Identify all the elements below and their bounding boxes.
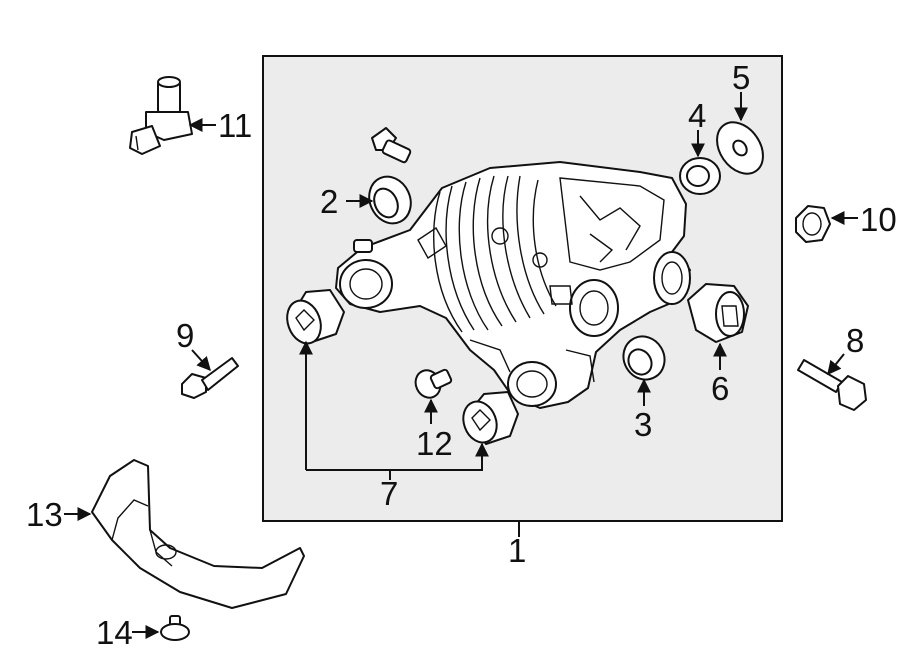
seal-part-4: [679, 157, 721, 195]
callout-8: 8: [846, 322, 864, 359]
small-bolt-part: [371, 127, 412, 164]
callout-2: 2: [320, 183, 338, 220]
callout-7: 7: [380, 475, 398, 512]
callout-3: 3: [634, 406, 652, 443]
callout-12: 12: [416, 425, 453, 462]
callout-9: 9: [176, 317, 194, 354]
bolt-part-9: [181, 357, 239, 399]
callout-13: 13: [26, 496, 63, 533]
bushing-part-7-left: [286, 289, 345, 345]
callout-14: 14: [96, 614, 133, 651]
differential-housing: [335, 161, 691, 409]
sensor-part-11: [129, 76, 193, 155]
clip-part-14: [160, 615, 190, 641]
bushing-part-7-right: [462, 391, 519, 445]
callout-5: 5: [732, 59, 750, 96]
bushing-part-6: [687, 283, 749, 343]
shield-part-13: [91, 459, 305, 609]
bolt-part-8: [797, 359, 867, 411]
seal-part-3: [622, 335, 666, 381]
leader-lines: [64, 92, 858, 639]
plug-part-12: [414, 368, 453, 399]
washer-part-5: [716, 121, 764, 175]
callout-6: 6: [711, 370, 729, 407]
seal-part-2: [368, 175, 412, 225]
callout-10: 10: [860, 201, 897, 238]
callout-4: 4: [688, 97, 706, 134]
nut-part-10: [795, 205, 831, 243]
callout-11: 11: [218, 107, 252, 144]
callout-1: 1: [508, 532, 526, 569]
